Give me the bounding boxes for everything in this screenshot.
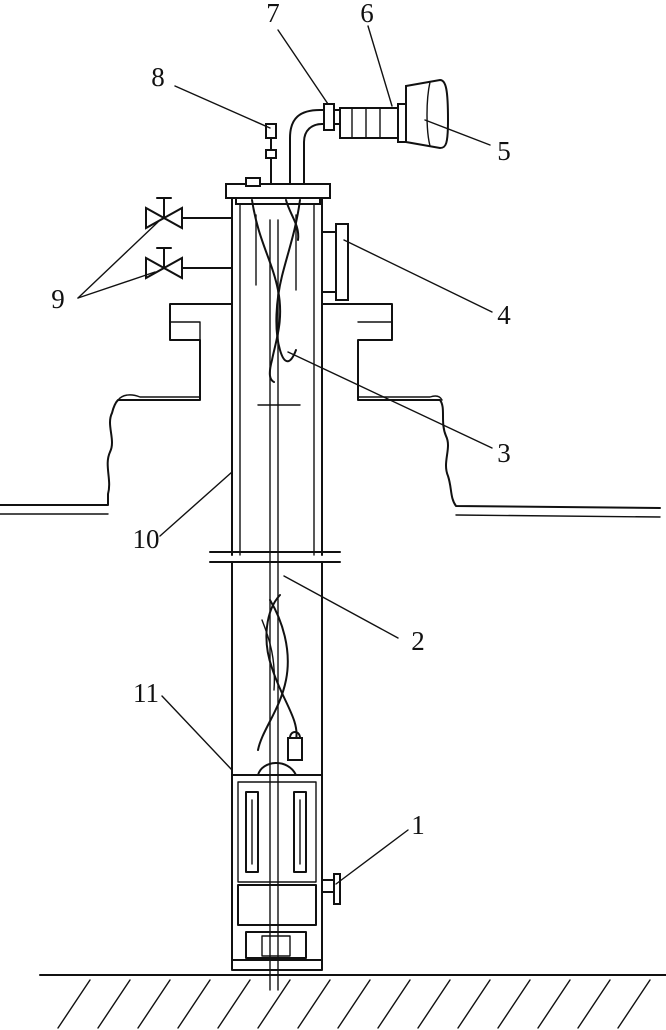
part-labels: 7 6 8 5 9 4 3 10 2 11 1: [51, 0, 511, 840]
upper-spiral-3: [251, 199, 301, 383]
label-4: 4: [497, 300, 511, 330]
label-7: 7: [266, 0, 280, 28]
label-10: 10: [133, 524, 160, 554]
shaft-2: [269, 219, 279, 991]
ground-floor: [39, 974, 666, 1029]
tank-roof-left: [0, 303, 233, 515]
label-3: 3: [497, 438, 511, 468]
valve-9-lower: [145, 247, 233, 280]
top-piping: [289, 78, 450, 185]
label-11: 11: [133, 678, 159, 708]
vent-pipe-8: [245, 123, 277, 187]
leader-lines: [77, 25, 493, 885]
label-9: 9: [51, 284, 65, 314]
column-casing-upper: [209, 183, 341, 563]
label-2: 2: [411, 626, 425, 656]
motor-housing: [231, 774, 341, 971]
label-1: 1: [411, 810, 425, 840]
discharge-flange-4: [321, 223, 349, 301]
tank-roof-right: [321, 303, 661, 518]
valve-9-upper: [145, 197, 233, 230]
lower-spiral: [257, 594, 298, 751]
impeller-hub: [257, 731, 303, 776]
label-6: 6: [360, 0, 374, 28]
label-8: 8: [151, 62, 165, 92]
label-5: 5: [497, 136, 511, 166]
column-casing-lower: [231, 561, 323, 776]
